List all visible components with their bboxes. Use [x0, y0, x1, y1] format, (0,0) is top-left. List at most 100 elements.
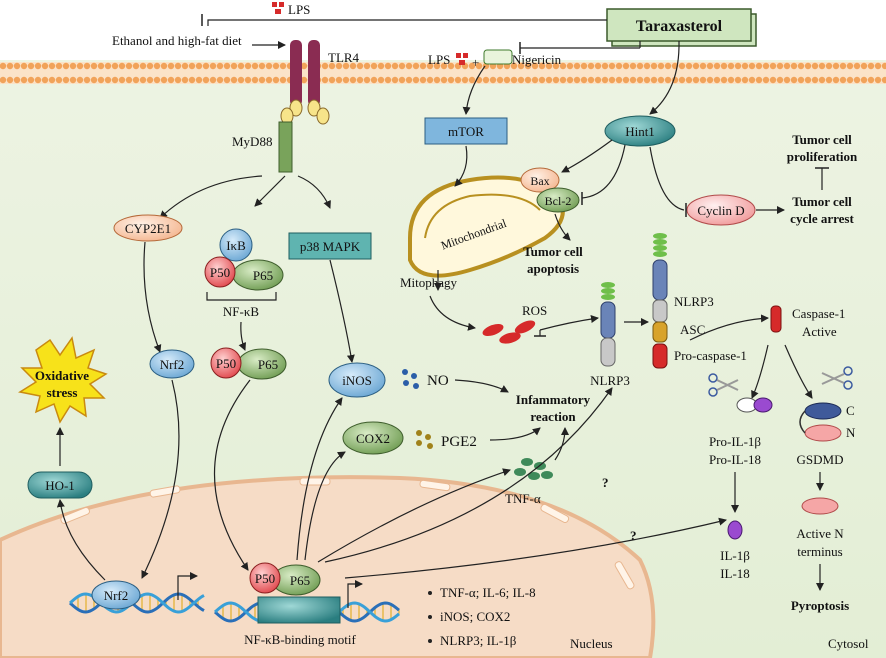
- il-mature-node: [727, 520, 743, 540]
- hint1-label: Hint1: [625, 124, 655, 139]
- il1b-label: IL-1β: [720, 548, 750, 563]
- bcl2-label: Bcl-2: [545, 194, 572, 208]
- nfkb-label: NF-κB: [223, 304, 259, 319]
- inos-node: [328, 362, 386, 398]
- genes-line3: NLRP3; IL-1β: [440, 633, 517, 648]
- ros-molecules: [482, 320, 536, 344]
- bax-node: [520, 167, 560, 193]
- p38-label: p38 MAPK: [300, 239, 361, 254]
- ethanol-label: Ethanol and high-fat diet: [112, 33, 242, 48]
- ho1-label: HO-1: [45, 478, 75, 493]
- asc-label: ASC: [680, 322, 705, 337]
- inos-label: iNOS: [342, 373, 372, 388]
- genes-line1: TNF-α; IL-6; IL-8: [440, 585, 536, 600]
- nrf2-dna-label: Nrf2: [104, 588, 129, 603]
- c-term-label: C: [846, 403, 855, 418]
- p50-node-1: [204, 256, 236, 288]
- n-term-label: N: [846, 425, 856, 440]
- cox2-node: [342, 421, 404, 455]
- mitochondrion: Mitochondrial: [408, 175, 565, 278]
- nlrp3-inflammasome: [652, 233, 668, 369]
- hint1-node: [604, 115, 676, 147]
- oxidative-stress-burst: Oxidative stress: [18, 336, 108, 424]
- p50-label-2: P50: [216, 356, 236, 371]
- active-n-line1: Active N: [796, 526, 844, 541]
- lps-top: LPS: [272, 2, 310, 17]
- cycle-arrest-line1: Tumor cell: [792, 194, 852, 209]
- p50-label-1: P50: [210, 265, 230, 280]
- tlr4-receptor: TLR4: [280, 40, 360, 125]
- p65-label-2: P65: [258, 357, 278, 372]
- myd88-bar: [278, 121, 293, 173]
- il18-label: IL-18: [720, 566, 750, 581]
- pro-il18-label: Pro-IL-18: [709, 452, 761, 467]
- ho1-node: [27, 471, 93, 499]
- cyp2e1-label: CYP2E1: [125, 221, 171, 236]
- gsdmd-label: GSDMD: [797, 452, 844, 467]
- caspase-active-label: Active: [802, 324, 837, 339]
- inhibit-taraxasterol-tlr4: [201, 14, 641, 54]
- question-mark-1: ?: [602, 475, 609, 490]
- svg-text:+: +: [472, 55, 479, 70]
- tumor-apoptosis-line1: Tumor cell: [523, 244, 583, 259]
- p65-label-1: P65: [253, 268, 273, 283]
- inflammatory-line1: Infammatory: [516, 392, 591, 407]
- caspase-1-node: [770, 305, 782, 333]
- no-label: NO: [427, 373, 449, 389]
- cycle-arrest-line2: cycle arrest: [790, 211, 854, 226]
- cyclin-d-node: [686, 194, 756, 226]
- p50-label-3: P50: [255, 571, 275, 586]
- mtor-box: [424, 117, 508, 145]
- lps-nigericin: LPS + Nigericin: [428, 49, 562, 70]
- taraxasterol-box: Taraxasterol: [606, 8, 757, 47]
- lps-top-label: LPS: [288, 2, 310, 17]
- scissors-icon: [708, 373, 739, 397]
- p50-node-2: [210, 347, 242, 379]
- p50-node-3: [249, 562, 281, 594]
- p65-label-3: P65: [290, 573, 310, 588]
- tumor-apoptosis-line2: apoptosis: [527, 261, 579, 276]
- gsdmd-protein: C N: [799, 402, 856, 442]
- pyroptosis-label: Pyroptosis: [791, 598, 849, 613]
- nucleus-region: [0, 475, 656, 658]
- tnf-label: TNF-α: [505, 491, 541, 506]
- genes-line2: iNOS; COX2: [440, 609, 510, 624]
- pge2-molecules: [416, 430, 433, 449]
- taraxasterol-label: Taraxasterol: [636, 18, 723, 35]
- oxidative-line1: Oxidative: [35, 368, 89, 383]
- cyclin-d-label: Cyclin D: [697, 203, 744, 218]
- myd88-label: MyD88: [232, 134, 272, 149]
- nigericin-label: Nigericin: [512, 52, 562, 67]
- oxidative-line2: stress: [47, 385, 78, 400]
- mtor-label: mTOR: [448, 124, 484, 139]
- nfkb-motif-label: NF-κB-binding motif: [244, 632, 356, 647]
- nlrp3-complex-label: NLRP3: [674, 294, 714, 309]
- question-mark-2: ?: [630, 528, 637, 543]
- scissors-icon: [821, 366, 853, 390]
- active-n-line2: terminus: [797, 544, 843, 559]
- target-genes-list: TNF-α; IL-6; IL-8 iNOS; COX2 NLRP3; IL-1…: [428, 585, 536, 648]
- nrf2-node: [149, 349, 195, 379]
- mitophagy-label: Mitophagy: [400, 275, 458, 290]
- nucleus-label: Nucleus: [570, 636, 613, 651]
- ikb-node: [219, 228, 253, 262]
- bax-label: Bax: [530, 174, 549, 188]
- cell-membrane: [0, 62, 886, 84]
- nlrp3-single: [600, 282, 616, 367]
- pro-il1b-label: Pro-IL-1β: [709, 434, 761, 449]
- tumor-prolif-line1: Tumor cell: [792, 132, 852, 147]
- caspase-1-label: Caspase-1: [792, 306, 845, 321]
- nlrp3-below-label: NLRP3: [590, 373, 630, 388]
- pro-il-part2: [753, 397, 773, 413]
- pro-caspase-label: Pro-caspase-1: [674, 348, 747, 363]
- bcl2-node: [536, 187, 580, 213]
- active-n-node: [801, 497, 839, 515]
- inflammatory-line2: reaction: [530, 409, 576, 424]
- cyp2e1-node: [113, 214, 183, 242]
- tumor-prolif-line2: proliferation: [787, 149, 858, 164]
- nfkb-motif-box: [257, 596, 341, 624]
- ikb-label: IκB: [226, 238, 246, 253]
- nrf2-label: Nrf2: [160, 357, 185, 372]
